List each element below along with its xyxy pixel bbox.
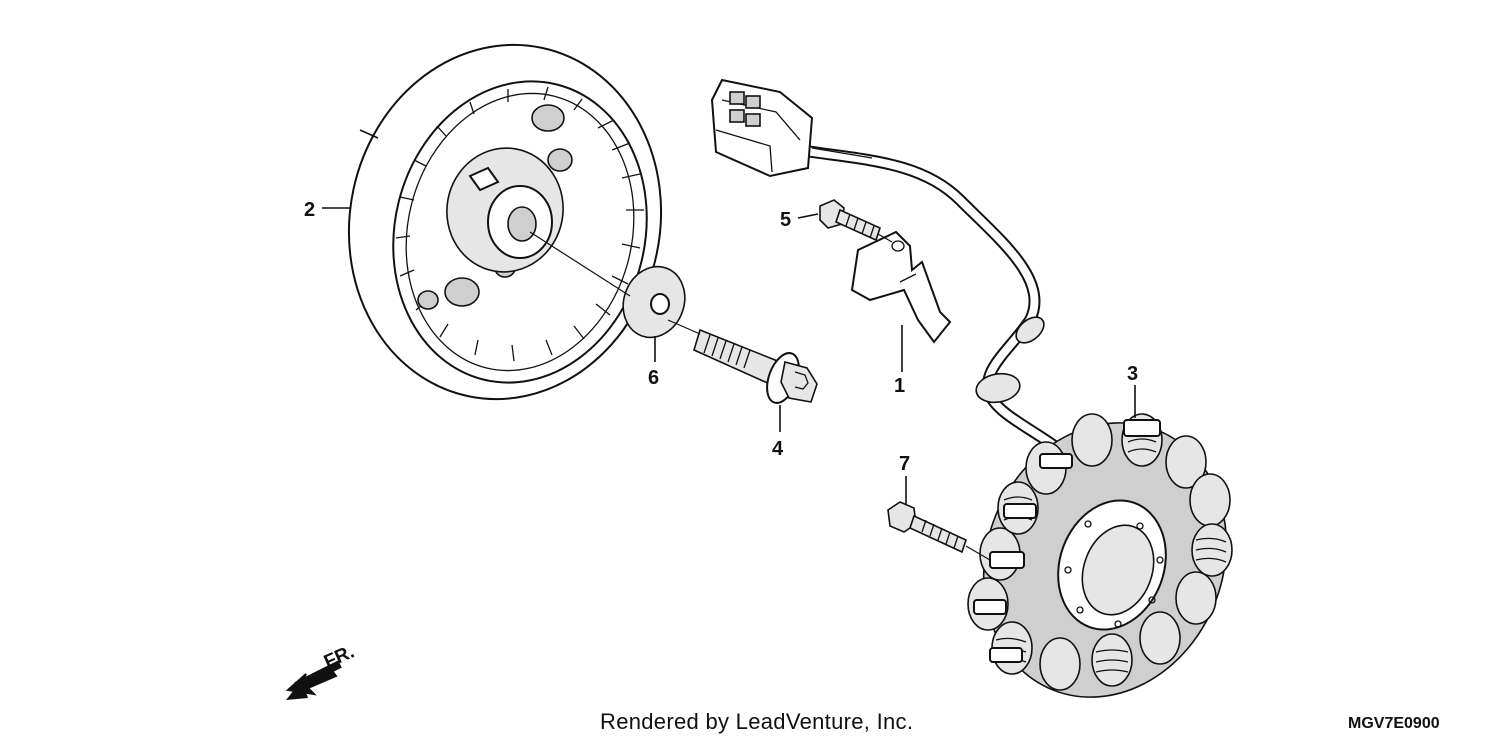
credit-text: Rendered by LeadVenture, Inc. xyxy=(600,709,914,734)
flywheel-bolt[interactable] xyxy=(693,328,818,407)
stator-bolt[interactable] xyxy=(887,501,967,554)
callout-5: 5 xyxy=(780,209,791,231)
diagram-code: MGV7E0900 xyxy=(1348,715,1440,732)
callout-7: 7 xyxy=(899,453,910,475)
connector[interactable] xyxy=(710,78,814,178)
stator[interactable] xyxy=(943,386,1267,734)
callout-1: 1 xyxy=(894,375,905,397)
callout-3: 3 xyxy=(1127,363,1138,385)
front-direction-arrow-icon xyxy=(285,660,342,700)
callout-2: 2 xyxy=(304,199,315,221)
leader-lines xyxy=(322,129,1136,561)
washer[interactable] xyxy=(613,258,694,346)
setting-plate[interactable] xyxy=(850,230,952,344)
bolt-small[interactable] xyxy=(819,199,881,242)
callout-4: 4 xyxy=(772,438,784,460)
callout-6: 6 xyxy=(648,367,659,389)
flywheel[interactable] xyxy=(316,16,693,429)
